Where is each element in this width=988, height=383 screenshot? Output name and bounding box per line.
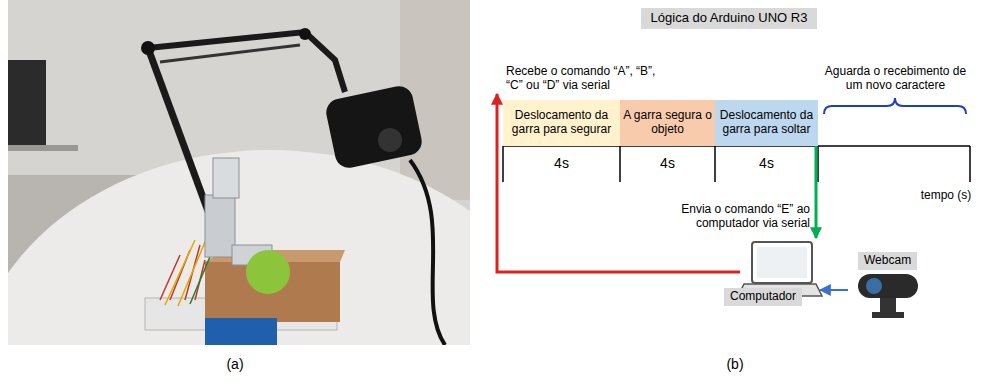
panel-caption: (b) — [720, 356, 750, 373]
table — [8, 150, 470, 345]
webcam-lens — [378, 128, 402, 152]
node-text: Computador — [724, 288, 802, 306]
webcam-base — [872, 312, 904, 318]
arduino-board — [205, 318, 277, 345]
lamp-arm — [148, 48, 212, 222]
note: Envia o comando “E” ao computador via se… — [656, 202, 810, 231]
lamp-arm — [148, 32, 345, 92]
connector-arrow — [820, 289, 848, 291]
phase-box: Deslocamento da garra para segurar — [503, 100, 620, 146]
node-text: A garra segura o objeto — [623, 109, 712, 137]
webcam-icon — [858, 274, 918, 318]
panel-caption: (a) — [220, 356, 250, 373]
timeline-axis — [503, 146, 970, 182]
lime — [246, 250, 290, 294]
node-text: Deslocamento da garra para soltar — [718, 109, 815, 137]
robot-arm — [213, 158, 239, 198]
connector-arrow — [497, 94, 740, 272]
robot-arm — [205, 195, 235, 257]
hinge — [141, 41, 155, 55]
tick — [969, 146, 971, 182]
laptop-screen — [752, 242, 812, 283]
node-text: Deslocamento da garra para segurar — [506, 109, 617, 137]
axis-label: tempo (s) — [910, 188, 982, 202]
note: Recebe o comando “A”, “B”, “C” ou “D” vi… — [506, 64, 658, 93]
connector-arrow — [815, 146, 818, 238]
webcam-lens — [866, 278, 882, 294]
note: Aguarda o recebimento de um novo caracte… — [818, 64, 973, 93]
webcam-stand — [880, 298, 896, 312]
wires — [165, 235, 208, 306]
desk — [8, 145, 78, 151]
duration: 4s — [715, 155, 818, 172]
phase-box: A garra segura o objeto — [620, 100, 715, 146]
node-text: Lógica do Arduino UNO R3 — [651, 11, 808, 26]
photo — [8, 0, 470, 345]
computer-node: Computador — [740, 238, 820, 300]
lamp-arm — [160, 45, 300, 62]
webcam-photo — [324, 84, 425, 171]
duration: 4s — [503, 155, 620, 172]
node-text: Webcam — [858, 252, 917, 270]
cable — [410, 160, 445, 345]
phase-box: Deslocamento da garra para soltar — [715, 100, 818, 146]
tick — [714, 146, 716, 182]
webcam-node: Webcam — [848, 252, 922, 322]
title-box: Lógica do Arduino UNO R3 — [641, 8, 818, 29]
wires — [160, 245, 205, 300]
tick — [502, 146, 504, 182]
monitor — [8, 60, 46, 145]
laptop-display — [757, 247, 807, 278]
hinge — [299, 28, 311, 40]
webcam-body — [858, 274, 918, 298]
tick — [619, 146, 621, 182]
duration: 4s — [620, 155, 715, 172]
brace — [824, 98, 966, 114]
